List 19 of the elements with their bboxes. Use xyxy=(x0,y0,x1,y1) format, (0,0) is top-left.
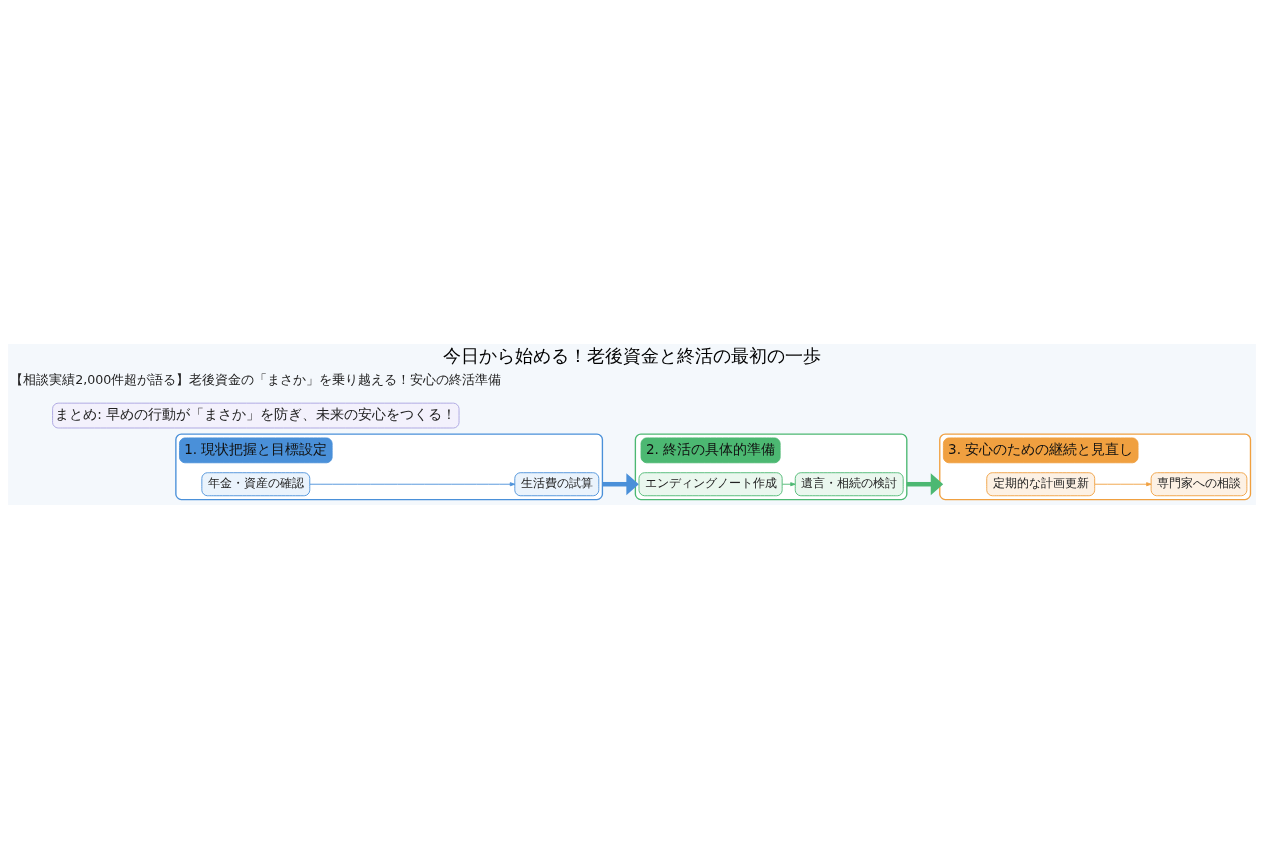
node-box: 3. 安心のための継続と見直し xyxy=(942,437,1139,463)
node-box: 年金・資産の確認 xyxy=(201,471,311,496)
arrow xyxy=(906,472,944,495)
diagram-title: 今日から始める！老後資金と終活の最初の一歩 xyxy=(443,344,821,366)
arrow xyxy=(1094,481,1152,486)
node-box: 1. 現状把握と目標設定 xyxy=(179,437,333,463)
arrow xyxy=(309,481,516,486)
node-box: エンディングノート作成 xyxy=(638,471,783,496)
node-box: 定期的な計画更新 xyxy=(986,471,1096,496)
node-box: まとめ: 早めの行動が「まさか」を防ぎ、未来の安心をつくる！ xyxy=(52,402,460,428)
cluster xyxy=(175,432,604,500)
node-box: 遺言・相続の検討 xyxy=(794,471,904,496)
arrow xyxy=(781,481,796,486)
cluster xyxy=(634,432,908,500)
label: 【相談実績2,000件超が語る】老後資金の「まさか」を乗り越える！安心の終活準備 xyxy=(10,371,502,387)
node-box: 専門家への相談 xyxy=(1150,471,1248,496)
node-box: 生活費の試算 xyxy=(514,471,600,496)
arrow xyxy=(602,472,639,495)
node-box: 2. 終活の具体的準備 xyxy=(640,437,781,463)
